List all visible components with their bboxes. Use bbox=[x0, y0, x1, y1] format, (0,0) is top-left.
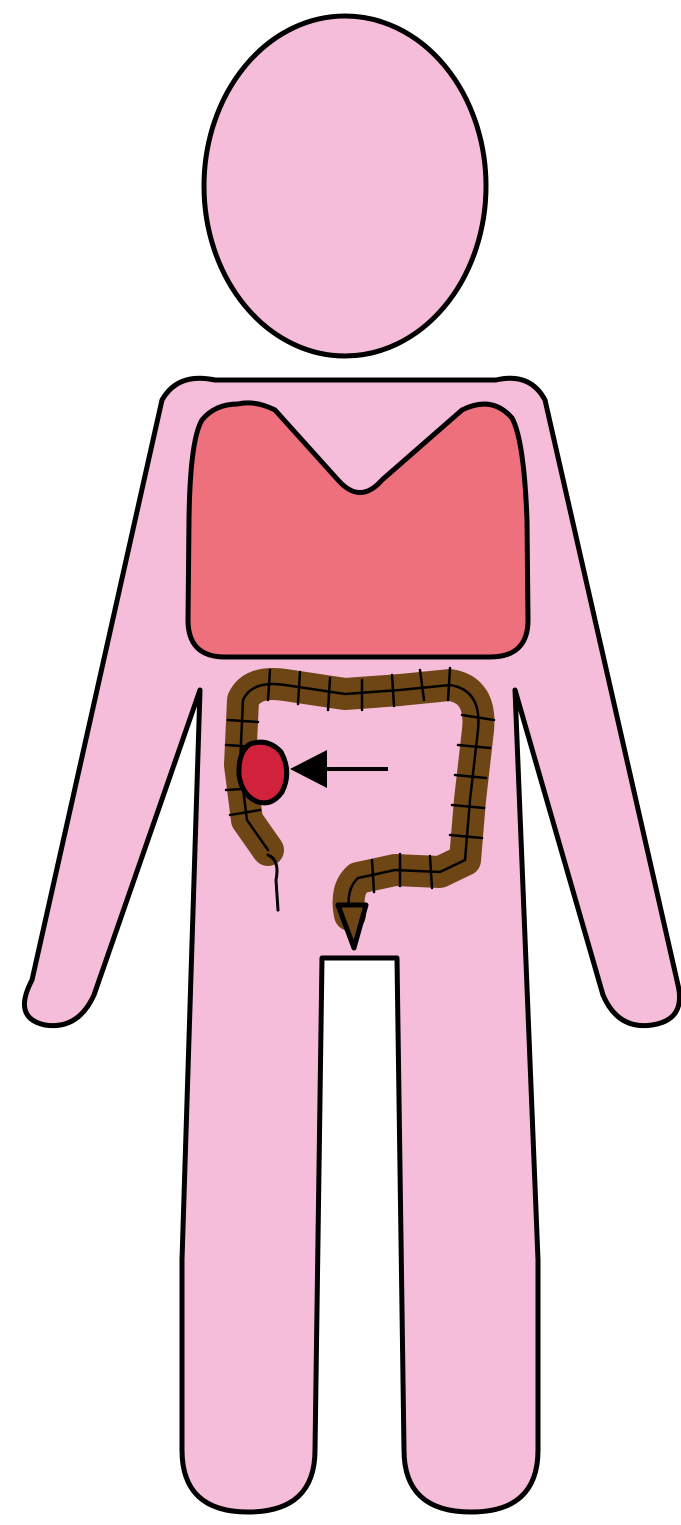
head-icon bbox=[204, 16, 486, 356]
cecum-highlight-icon bbox=[239, 742, 287, 803]
